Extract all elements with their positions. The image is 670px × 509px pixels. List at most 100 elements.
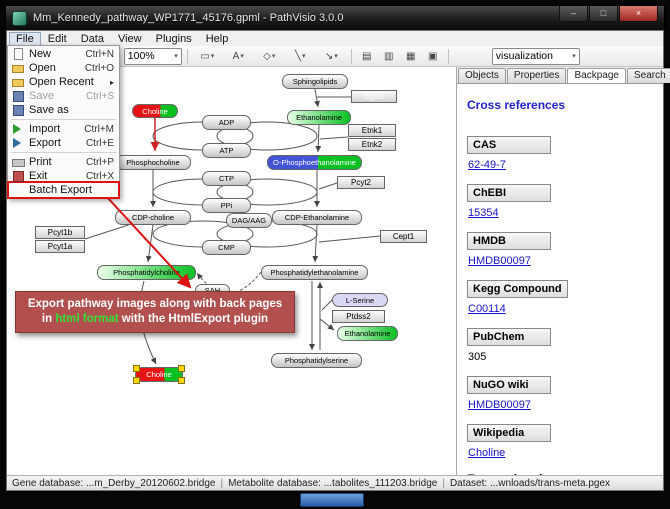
- pcyt2-node[interactable]: Pcyt2: [337, 176, 385, 189]
- shape-tool-button[interactable]: ◇▾: [255, 47, 284, 65]
- pcyt1b-node[interactable]: Pcyt1b: [35, 226, 85, 239]
- chevron-down-icon: ▾: [240, 53, 244, 60]
- node-label: Ethanolamine: [296, 113, 342, 122]
- line-tool-button[interactable]: ╲▾: [286, 47, 315, 65]
- pathvisio-logo-icon: [12, 10, 27, 26]
- o-phosphoethanolamine-node[interactable]: O-Phosphoethanolamine: [267, 155, 362, 170]
- l-serine-node[interactable]: L-Serine: [332, 293, 388, 307]
- pcyt1a-node[interactable]: Pcyt1a: [35, 240, 85, 253]
- menubar-item-edit[interactable]: Edit: [47, 32, 67, 45]
- choline-node[interactable]: Choline: [133, 365, 185, 384]
- phosphatidylethanolamine-node[interactable]: Phosphatidylethanolamine: [261, 265, 368, 280]
- atp-node[interactable]: ATP: [202, 143, 251, 158]
- file-menu-item-open-recent[interactable]: Open Recent▸: [9, 75, 118, 89]
- xref-value: 305: [468, 351, 487, 363]
- adp-node[interactable]: ADP: [202, 115, 251, 130]
- phosphocholine-node[interactable]: Phosphocholine: [115, 155, 191, 170]
- file-menu-item-save-as[interactable]: Save as: [9, 103, 118, 117]
- node-label: Sphingolipids: [292, 77, 338, 86]
- node-label: Sgpl1: [363, 92, 385, 101]
- cdp-ethanolamine-node[interactable]: CDP-Ethanolamine: [272, 210, 362, 225]
- maximize-button[interactable]: □: [589, 6, 618, 22]
- align-horizontal-button[interactable]: ▤: [357, 47, 377, 65]
- sphingolipids-node[interactable]: Sphingolipids: [282, 74, 348, 89]
- ptdss2-node[interactable]: Ptdss2: [332, 310, 385, 323]
- menubar-item-plugins[interactable]: Plugins: [155, 32, 192, 45]
- align-vertical-button[interactable]: ▥: [379, 47, 399, 65]
- menu-item-label: Batch Export: [29, 184, 92, 196]
- close-button[interactable]: ×: [619, 6, 658, 22]
- selection-handle[interactable]: [133, 377, 140, 384]
- section-header: CAS: [467, 136, 551, 154]
- tab-search[interactable]: Search: [626, 68, 670, 83]
- node-label: Pcyt1b: [47, 228, 73, 237]
- node-label: CMP: [218, 243, 235, 252]
- file-menu-item-batch-export[interactable]: Batch Export: [7, 181, 120, 199]
- xref-link[interactable]: HMDB00097: [468, 255, 531, 267]
- menubar-item-file[interactable]: File: [9, 31, 41, 46]
- node-label: Pcyt2: [350, 178, 371, 187]
- node-label: Phosphocholine: [126, 158, 180, 167]
- sidebar-panel: ObjectsPropertiesBackpageSearchLegend Cr…: [457, 67, 670, 475]
- xref-link[interactable]: Choline: [468, 447, 506, 459]
- cdp-choline-node[interactable]: CDP-choline: [115, 210, 191, 225]
- xref-link[interactable]: 15354: [468, 207, 499, 219]
- zoom-combobox[interactable]: 100%▾: [123, 47, 182, 65]
- align-horizontal-icon: ▤: [362, 50, 372, 62]
- label-tool-button[interactable]: A▾: [224, 47, 253, 65]
- menubar-item-help[interactable]: Help: [205, 32, 229, 45]
- ctp-node[interactable]: CTP: [202, 171, 251, 186]
- shape-tool-icon: ◇: [263, 50, 271, 62]
- xref-link[interactable]: C00114: [468, 303, 506, 315]
- sgpl1-node[interactable]: Sgpl1: [351, 90, 397, 103]
- connector-tool-button[interactable]: ↘▾: [317, 47, 346, 65]
- etnk1-node[interactable]: Etnk1: [348, 124, 396, 137]
- xref-link[interactable]: 62-49-7: [468, 159, 506, 171]
- menubar-item-data[interactable]: Data: [80, 32, 104, 45]
- minimize-button[interactable]: –: [559, 6, 588, 22]
- xref-link[interactable]: HMDB00097: [468, 399, 531, 411]
- section-value-row: 62-49-7: [468, 159, 655, 171]
- node-label: Cept1: [392, 232, 415, 241]
- cept1-node[interactable]: Cept1: [380, 230, 427, 243]
- phosphatidylcholine-node[interactable]: Phosphatidylcholine: [97, 265, 196, 280]
- ethanolamine-node[interactable]: Ethanolamine: [287, 110, 351, 125]
- menu-item-label: Import: [29, 123, 61, 135]
- phosphatidylserine-node[interactable]: Phosphatidylserine: [271, 353, 362, 368]
- tab-objects[interactable]: Objects: [458, 68, 506, 83]
- tab-properties[interactable]: Properties: [506, 68, 567, 83]
- status-segment: Gene database: ...m_Derby_20120602.bridg…: [12, 477, 216, 489]
- ppi-node[interactable]: PPi: [202, 198, 251, 213]
- annotation-text-before: Export pathway images along with back pa…: [27, 298, 283, 325]
- stack-button[interactable]: ▣: [423, 47, 443, 65]
- selection-handle[interactable]: [178, 365, 185, 372]
- dag-aag-node[interactable]: DAG/AAG: [226, 213, 272, 228]
- menu-item-shortcut: Ctrl+S: [85, 90, 114, 102]
- datanode-tool-button[interactable]: ▭▾: [193, 47, 222, 65]
- selection-handle[interactable]: [178, 377, 185, 384]
- distribute-button[interactable]: ▦: [401, 47, 421, 65]
- menubar-item-view[interactable]: View: [117, 32, 142, 45]
- save-as-disk-icon: [12, 104, 24, 116]
- choline-node[interactable]: Choline: [132, 104, 178, 118]
- node-label: O-Phosphoethanolamine: [273, 158, 356, 167]
- etnk2-node[interactable]: Etnk2: [348, 138, 396, 151]
- tab-backpage[interactable]: Backpage: [567, 68, 626, 83]
- cmp-node[interactable]: CMP: [202, 240, 251, 255]
- selection-handle[interactable]: [133, 365, 140, 372]
- visualization-combobox[interactable]: visualization▾: [491, 47, 580, 65]
- ethanolamine-node[interactable]: Ethanolamine: [337, 326, 398, 341]
